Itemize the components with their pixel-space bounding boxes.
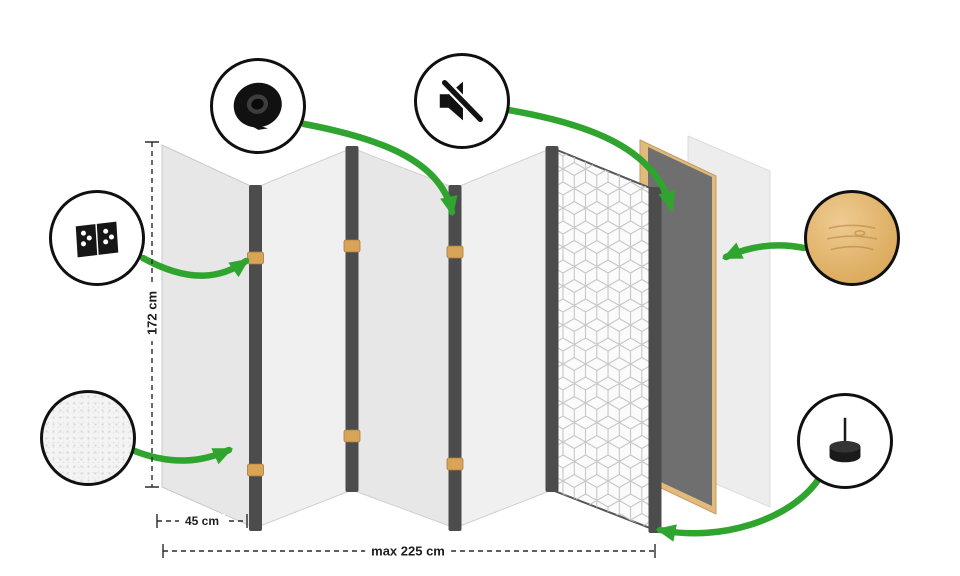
hinge-bottom-fold1 <box>247 463 264 477</box>
arrow-wood-to-frame <box>721 242 808 261</box>
callout-tape <box>210 58 306 154</box>
fold-edge-2 <box>345 146 359 492</box>
panel-width-dimension-label: 45 cm <box>178 514 226 528</box>
height-dimension-label: 172 cm <box>144 284 160 342</box>
callout-hinge <box>49 190 145 286</box>
tape-roll-icon <box>233 82 282 130</box>
hinge-top-fold3 <box>446 245 464 259</box>
fold-edge-5 <box>648 187 662 533</box>
hinge-top-fold2 <box>343 239 361 253</box>
patterned-panel-print <box>552 148 655 530</box>
callout-wood-texture <box>804 190 900 286</box>
arrow-tape-to-hinge <box>300 120 458 217</box>
panel-2 <box>254 147 353 529</box>
callout-foot-pin <box>797 393 893 489</box>
arrow-foot-to-base <box>655 476 822 542</box>
fold-edge-1 <box>249 185 262 531</box>
foot-pin-icon <box>829 417 861 463</box>
muted-speaker-icon <box>439 79 484 123</box>
height-dimension-ticks <box>145 141 159 488</box>
arrow-hinge-to-fold <box>139 254 250 279</box>
callout-mute <box>414 53 510 149</box>
arrow-texture-to-panel <box>128 446 234 465</box>
callout-fabric-texture <box>40 390 136 486</box>
panel-width-dimension-ticks <box>156 514 248 528</box>
panel-stack <box>161 135 771 533</box>
hinge-bottom-fold2 <box>343 429 361 443</box>
panel-1 <box>161 144 256 529</box>
dark-core-layer <box>648 147 712 506</box>
fold-edge-3 <box>448 185 462 531</box>
total-width-dimension-label: max 225 cm <box>365 543 451 559</box>
fabric-texture-icon <box>59 409 117 467</box>
callout-arrows <box>128 106 822 542</box>
hinge-icon <box>75 221 119 258</box>
wood-texture-icon <box>826 224 878 251</box>
panel-3 <box>351 147 456 529</box>
total-width-dimension-ticks <box>162 544 656 558</box>
fold-edge-4 <box>545 146 559 492</box>
hinge-bottom-fold3 <box>446 457 464 471</box>
arrow-mute-to-core <box>504 106 676 212</box>
hinge-top-fold1 <box>247 251 264 265</box>
panel-4 <box>454 147 553 529</box>
